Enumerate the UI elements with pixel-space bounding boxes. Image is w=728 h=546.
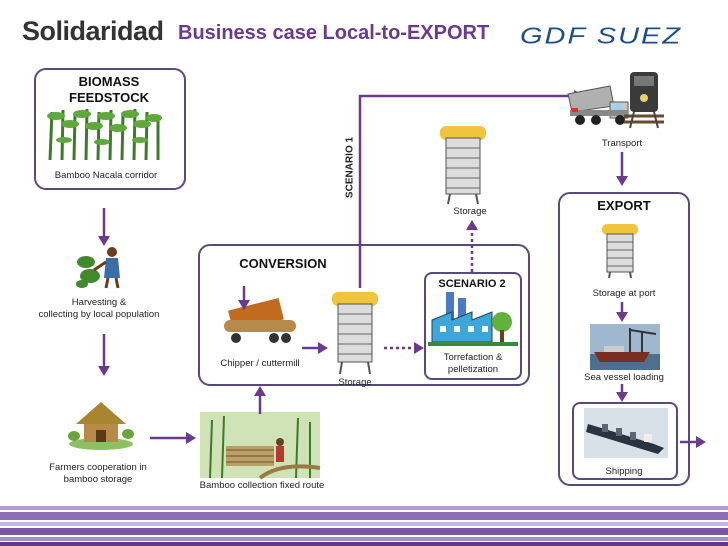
- farmers-line1: Farmers cooperation in: [49, 462, 147, 473]
- farmers-line2: bamboo storage: [63, 474, 133, 485]
- port-storage-label: Storage at port: [592, 288, 656, 299]
- conversion-title: CONVERSION: [239, 256, 327, 271]
- arrow-harvesting-to-farmers: [98, 334, 110, 376]
- scenario2-label: Torrefaction & pelletization: [428, 352, 518, 376]
- bamboo-icon: [47, 108, 162, 161]
- cargo-ship-icon: [584, 408, 668, 458]
- farmers-label: Farmers cooperation in bamboo storage: [28, 462, 168, 486]
- sea-vessel-loading-icon: [590, 324, 660, 370]
- arrow-vessel-to-shipping: [616, 384, 628, 402]
- arrow-biomass-to-harvesting: [98, 208, 110, 246]
- solidaridad-logo: Solidaridad: [22, 16, 164, 46]
- harvesting-line1: Harvesting &: [71, 297, 127, 308]
- transport-label: Transport: [601, 138, 643, 149]
- farmer-harvesting-icon: [76, 247, 120, 289]
- scenario2-line2: pelletization: [447, 364, 499, 375]
- arrow-storage-to-vessel: [616, 302, 628, 322]
- train-icon: [624, 72, 664, 129]
- scenario1-storage-label: Storage: [453, 206, 487, 217]
- dotted-arrow-scenario2-to-storage: [466, 220, 478, 272]
- conversion-storage-silo-icon: [332, 292, 378, 375]
- harvesting-line2: collecting by local population: [38, 309, 160, 320]
- export-title: EXPORT: [597, 198, 651, 213]
- shipping-label: Shipping: [605, 466, 643, 477]
- harvesting-label: Harvesting & collecting by local populat…: [14, 297, 184, 321]
- biomass-caption: Bamboo Nacala corridor: [54, 170, 158, 181]
- factory-icon: [428, 292, 518, 346]
- arrow-shipping-out: [680, 436, 706, 448]
- dotted-arrow-storage-to-scenario2: [384, 342, 424, 354]
- page-title: Business case Local-to-EXPORT: [178, 22, 490, 44]
- scenario1-title: SCENARIO 1: [344, 136, 356, 199]
- gdf-suez-logo: GDF SUEZ: [520, 23, 683, 49]
- biomass-title-line2: FEEDSTOCK: [69, 90, 149, 105]
- vessel-loading-label: Sea vessel loading: [584, 372, 664, 383]
- scenario2-title: SCENARIO 2: [438, 278, 506, 290]
- collection-label: Bamboo collection fixed route: [199, 480, 325, 491]
- port-storage-silo-icon: [602, 224, 638, 279]
- arrow-farmers-to-collection: [150, 432, 196, 444]
- bottom-decorative-bars: [0, 506, 728, 546]
- arrow-transport-to-export: [616, 152, 628, 186]
- biomass-title-line1: BIOMASS: [78, 74, 140, 89]
- bamboo-collection-icon: [200, 412, 321, 480]
- bamboo-storage-hut-icon: [68, 402, 134, 450]
- biomass-title: BIOMASS FEEDSTOCK: [34, 74, 184, 106]
- arrow-chipper-to-storage: [302, 342, 328, 354]
- conversion-storage-label: Storage: [338, 377, 372, 388]
- arrow-collection-to-conversion: [254, 386, 266, 414]
- truck-icon: [567, 85, 629, 125]
- scenario1-storage-silo-icon: [440, 126, 486, 205]
- scenario2-line1: Torrefaction &: [443, 352, 503, 363]
- chipper-label: Chipper / cuttermill: [220, 358, 300, 369]
- chipper-machine-icon: [224, 286, 296, 343]
